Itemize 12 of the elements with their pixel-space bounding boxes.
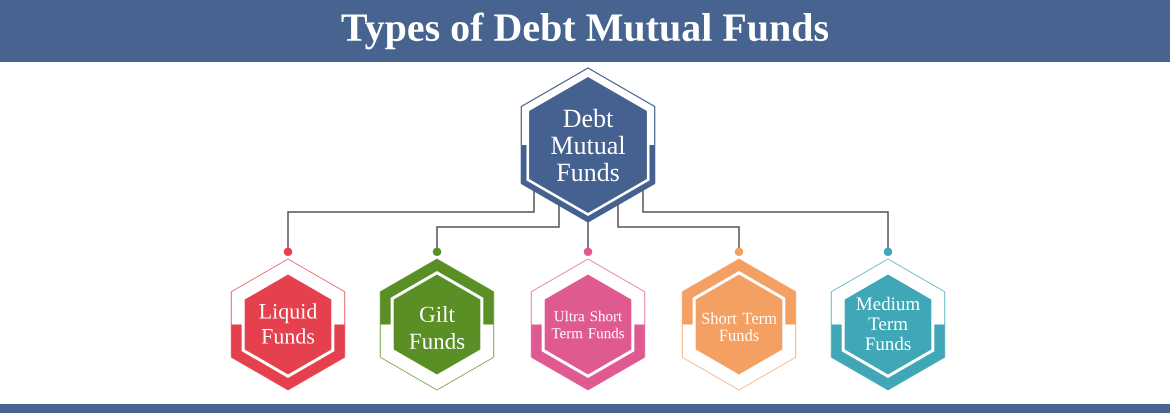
connector-line [583, 221, 593, 256]
hexagon-node: Liquid Funds [230, 258, 346, 391]
title-banner: Types of Debt Mutual Funds [0, 0, 1170, 62]
connector-line [642, 189, 893, 256]
hexagon-node: Gilt Funds [379, 258, 495, 391]
hexagon-node: Ultra Short Term Funds [530, 258, 646, 391]
connector-line [617, 203, 744, 256]
hexagon-node: Debt Mutual Funds [520, 67, 656, 223]
hexagon-node: Medium Term Funds [830, 258, 946, 391]
connector-line [283, 190, 535, 256]
connector-line [432, 204, 560, 256]
hexagon-node: Short Term Funds [681, 258, 797, 391]
